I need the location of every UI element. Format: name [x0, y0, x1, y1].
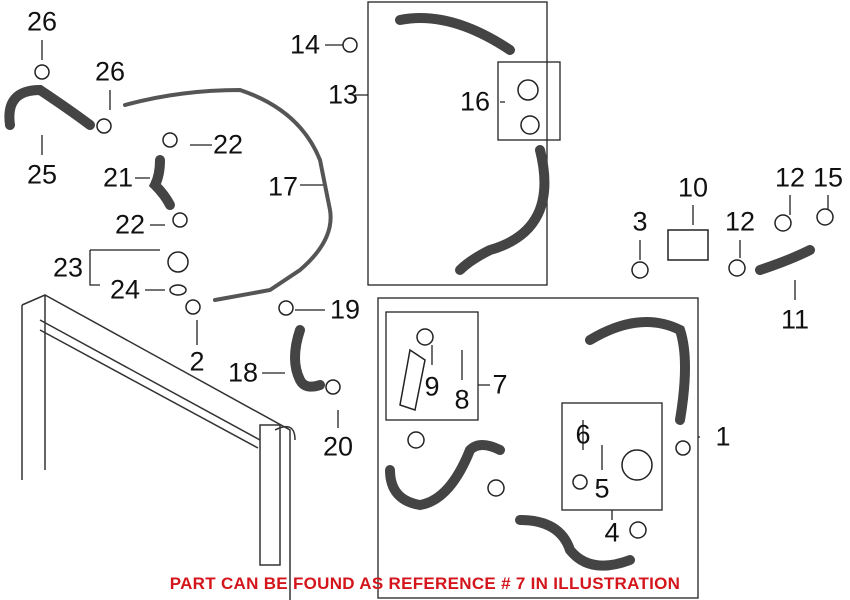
reference-number: 22 — [114, 209, 146, 240]
reference-number: 8 — [454, 384, 470, 415]
reference-number: 18 — [227, 357, 259, 388]
reference-number: 21 — [102, 162, 134, 193]
reference-number: 3 — [632, 206, 648, 237]
reference-number: 2 — [189, 346, 205, 377]
reference-number: 12 — [774, 162, 806, 193]
reference-number: 6 — [575, 419, 591, 450]
reference-number: 26 — [94, 56, 126, 87]
reference-number: 17 — [267, 171, 299, 202]
reference-number: 12 — [724, 206, 756, 237]
reference-number: 7 — [492, 369, 508, 400]
reference-number: 16 — [459, 86, 491, 117]
group-box-1 — [377, 297, 699, 599]
reference-number: 1 — [715, 421, 731, 452]
radiator — [21, 294, 296, 600]
reference-number: 9 — [424, 371, 440, 402]
reference-number: 4 — [604, 517, 620, 548]
reference-note: PART CAN BE FOUND AS REFERENCE # 7 IN IL… — [169, 574, 681, 593]
group-box-7 — [385, 311, 479, 421]
reference-number: 26 — [26, 6, 58, 37]
reference-number: 23 — [52, 252, 84, 283]
reference-number: 19 — [329, 294, 361, 325]
reference-number: 24 — [109, 274, 141, 305]
reference-number: 22 — [212, 129, 244, 160]
coolant-pipe-17 — [123, 87, 333, 302]
reference-number: 20 — [322, 431, 354, 462]
reference-number: 15 — [812, 162, 844, 193]
reference-number: 13 — [327, 79, 359, 110]
reference-number: 5 — [594, 473, 610, 504]
reference-number: 14 — [289, 29, 321, 60]
group-box-16 — [497, 61, 561, 141]
reference-number: 10 — [677, 172, 709, 203]
group-box-13 — [367, 1, 548, 286]
hoses — [4, 13, 815, 571]
clamps — [34, 37, 834, 539]
reference-number: 11 — [780, 304, 810, 335]
reference-number: 25 — [26, 159, 58, 190]
